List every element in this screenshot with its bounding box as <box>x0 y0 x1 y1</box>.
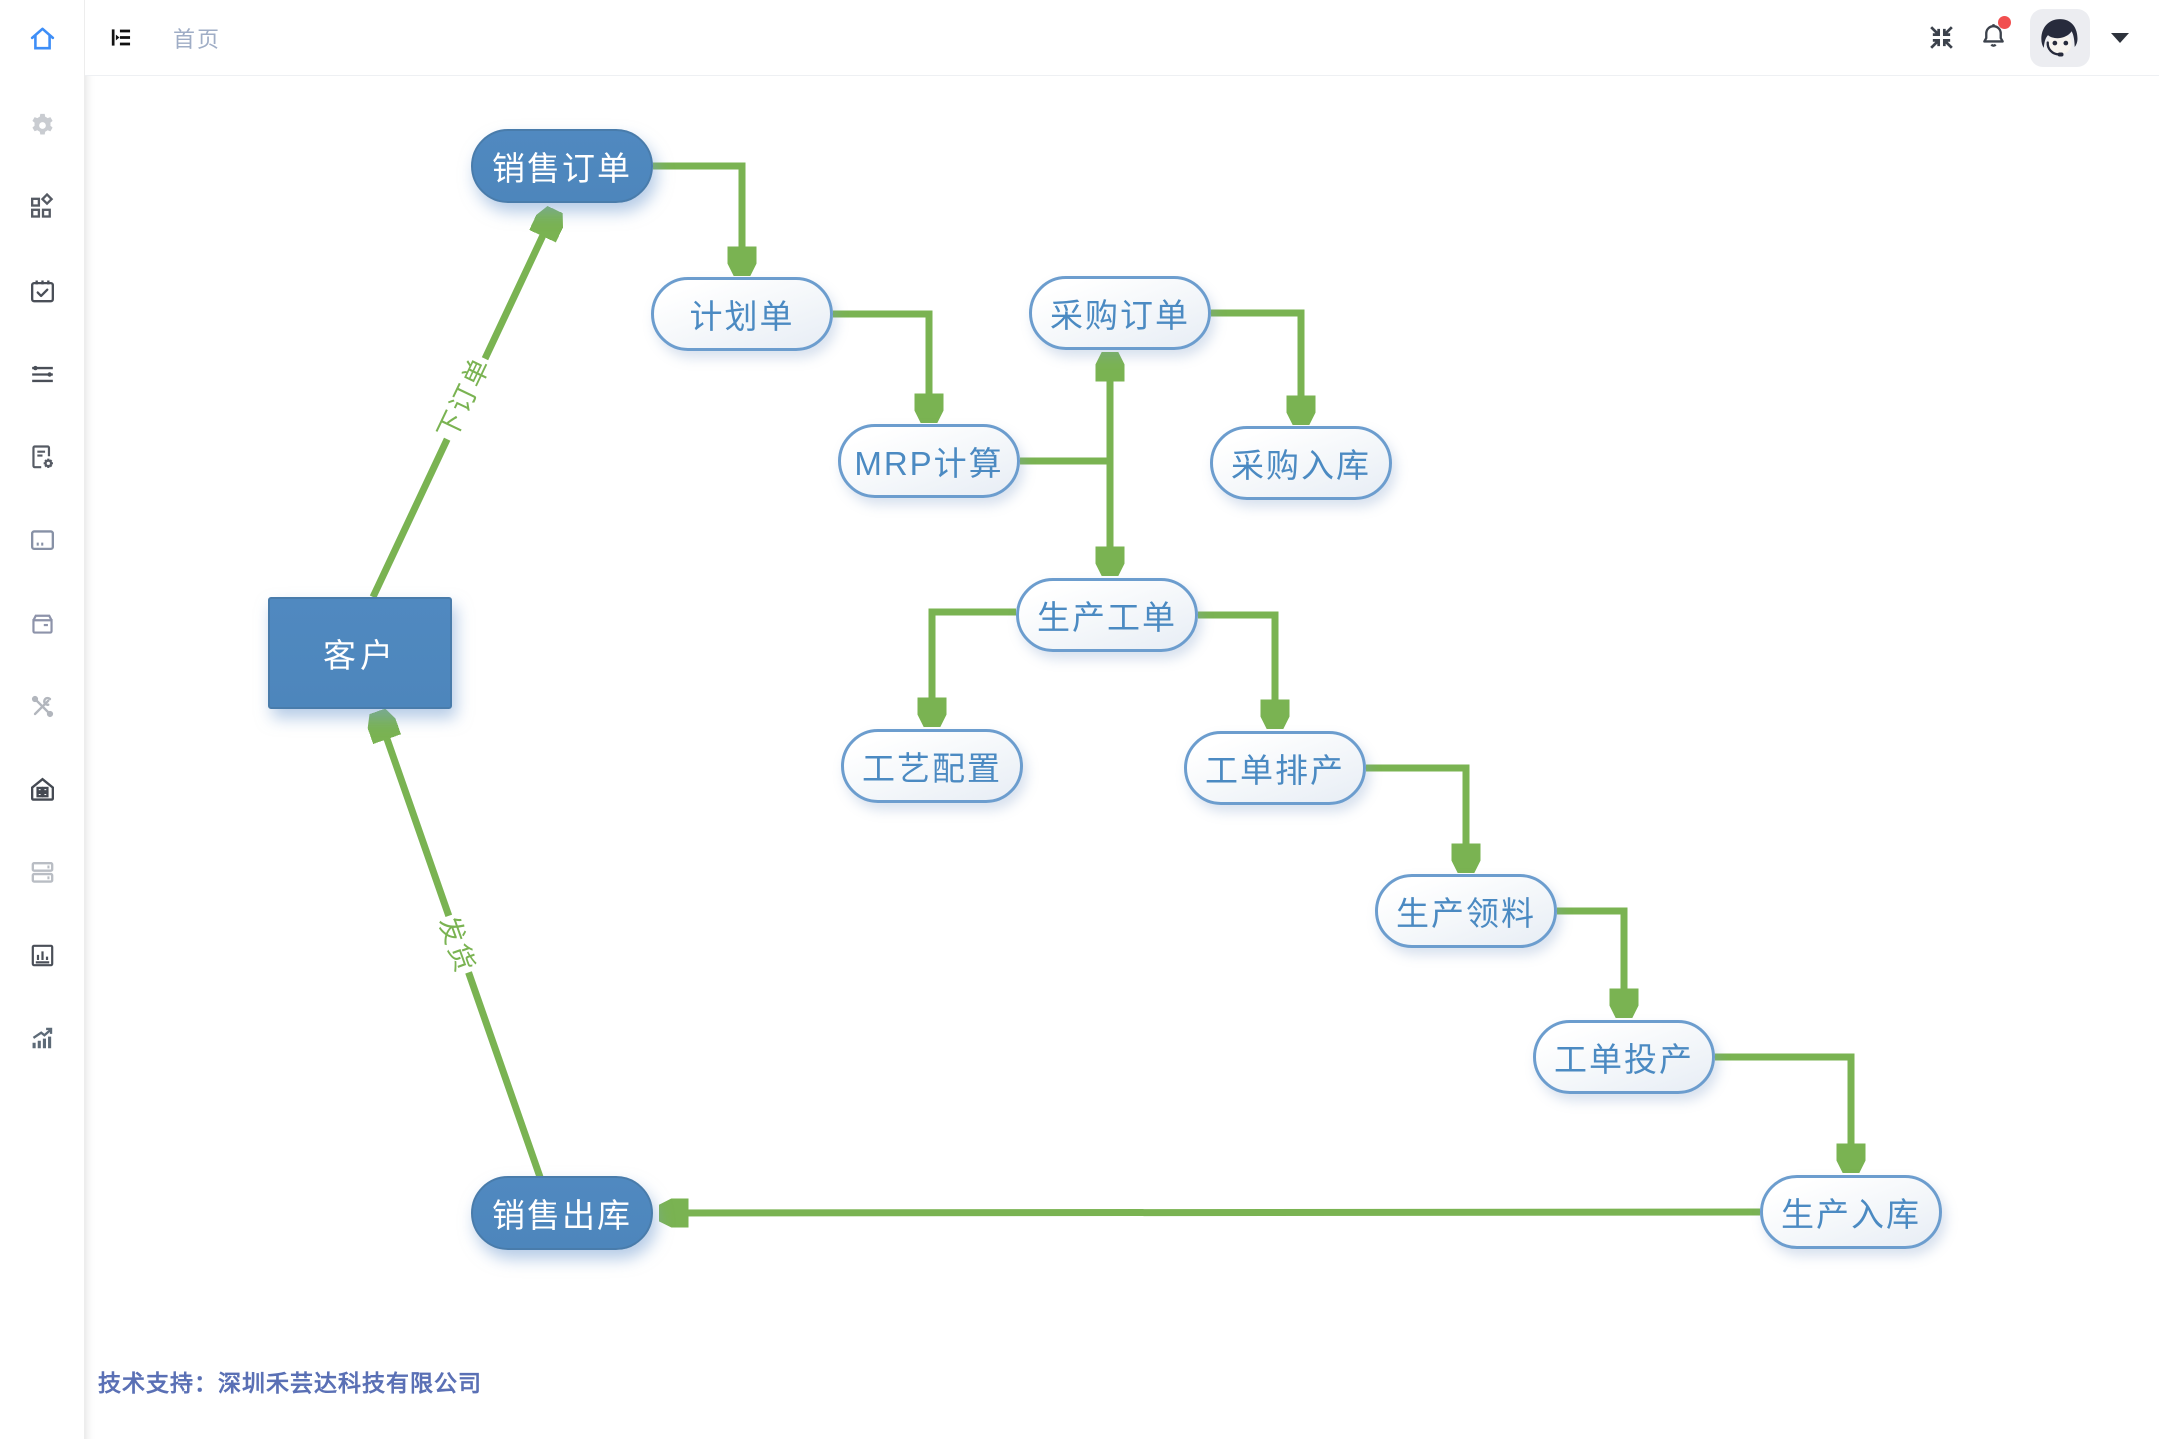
node-mrp-calc[interactable]: MRP计算 <box>838 424 1020 498</box>
chart-box-icon <box>27 940 58 971</box>
caret-down-icon[interactable] <box>2111 32 2129 43</box>
console-icon <box>27 525 58 556</box>
sidebar-item-plan-calendar[interactable] <box>0 250 84 333</box>
unfold-menu-icon[interactable] <box>108 24 135 51</box>
notification-badge <box>1998 15 2011 29</box>
node-purchase-inbound[interactable]: 采购入库 <box>1210 426 1392 500</box>
topbar-actions <box>1926 8 2159 67</box>
sidebar-menu <box>0 76 84 1080</box>
calendar-check-icon <box>27 276 58 307</box>
node-plan-order[interactable]: 计划单 <box>651 277 833 351</box>
trend-chart-icon <box>27 1023 58 1054</box>
breadcrumb[interactable]: 首页 <box>173 26 222 52</box>
sidebar-item-inventory[interactable] <box>0 831 84 914</box>
node-process-config[interactable]: 工艺配置 <box>841 729 1023 803</box>
user-avatar-icon <box>2032 11 2088 67</box>
sidebar-item-home[interactable] <box>0 0 84 76</box>
node-sales-outbound[interactable]: 销售出库 <box>471 1176 653 1250</box>
home-icon <box>27 23 58 54</box>
archive-box-icon <box>27 608 58 639</box>
support-text: 技术支持：深圳禾芸达科技有限公司 <box>98 1370 482 1396</box>
node-purchase-order[interactable]: 采购订单 <box>1029 276 1211 350</box>
node-material-picking[interactable]: 生产领料 <box>1375 874 1557 948</box>
notification-button[interactable] <box>1978 15 2011 56</box>
node-production-order[interactable]: 生产工单 <box>1016 578 1198 652</box>
node-sales-order[interactable]: 销售订单 <box>471 129 653 203</box>
components-icon <box>27 193 58 224</box>
avatar[interactable] <box>2030 8 2090 67</box>
sidebar-item-document-settings[interactable] <box>0 416 84 499</box>
node-production-inbound[interactable]: 生产入库 <box>1760 1175 1942 1249</box>
sidebar <box>0 0 85 1439</box>
sidebar-item-list-config[interactable] <box>0 333 84 416</box>
node-order-production[interactable]: 工单投产 <box>1533 1020 1715 1094</box>
node-order-scheduling[interactable]: 工单排产 <box>1184 731 1366 805</box>
sidebar-item-tools[interactable] <box>0 665 84 748</box>
sidebar-item-components[interactable] <box>0 167 84 250</box>
sidebar-item-console[interactable] <box>0 499 84 582</box>
node-customer[interactable]: 客户 <box>268 597 452 709</box>
gear-icon <box>27 110 58 141</box>
topbar: 首页 <box>85 0 2159 76</box>
sidebar-item-settings[interactable] <box>0 84 84 167</box>
sidebar-item-materials[interactable] <box>0 582 84 665</box>
server-icon <box>27 857 58 888</box>
sidebar-item-reports[interactable] <box>0 914 84 997</box>
sidebar-item-warehouse[interactable] <box>0 748 84 831</box>
warehouse-icon <box>27 774 58 805</box>
tools-icon <box>27 691 58 722</box>
sliders-icon <box>27 359 58 390</box>
document-gear-icon <box>27 442 58 473</box>
sidebar-item-statistics[interactable] <box>0 997 84 1080</box>
exit-fullscreen-icon[interactable] <box>1926 22 1957 53</box>
